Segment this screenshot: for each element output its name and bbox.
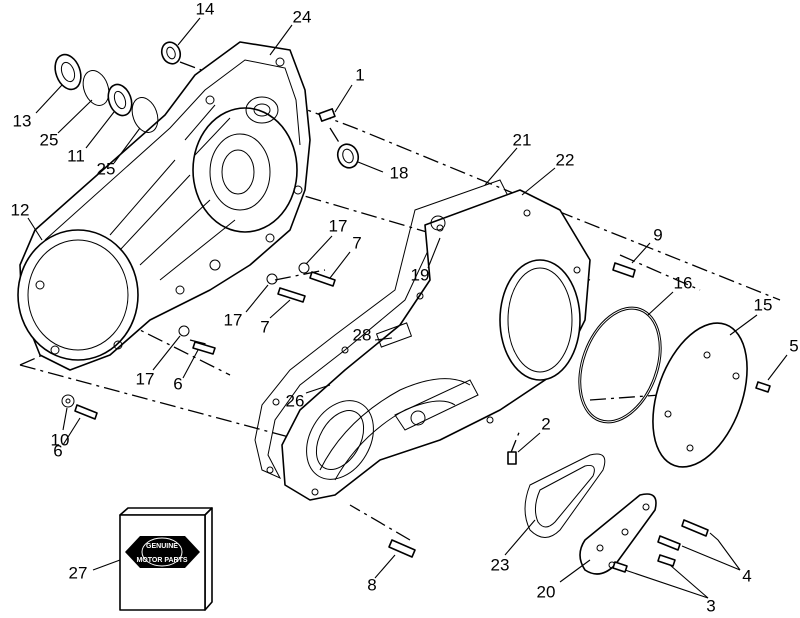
dowel-and-bushing <box>318 108 360 169</box>
callout-7-lower: 7 <box>260 317 269 336</box>
callout-7-upper: 7 <box>352 233 361 252</box>
callout-6-upper: 6 <box>173 374 182 393</box>
callout-3: 3 <box>706 596 715 615</box>
o-ring-and-derby-cover <box>578 306 748 468</box>
emblem-bottom-text: MOTOR PARTS <box>136 557 187 564</box>
leader-lines <box>27 17 788 599</box>
callout-4: 4 <box>742 566 751 585</box>
outer-primary-cover <box>266 189 591 501</box>
callout-12: 12 <box>11 200 30 219</box>
genuine-parts-emblem: GENUINE MOTOR PARTS <box>125 536 200 568</box>
callout-18: 18 <box>390 163 409 182</box>
callout-11: 11 <box>67 146 85 165</box>
callout-5: 5 <box>789 336 798 355</box>
callout-16: 16 <box>674 273 693 292</box>
callout-24: 24 <box>293 7 312 26</box>
callout-2: 2 <box>541 414 550 433</box>
callout-19: 19 <box>411 265 430 284</box>
callout-21: 21 <box>513 130 532 149</box>
callout-15: 15 <box>754 295 773 314</box>
callout-27: 27 <box>69 563 88 582</box>
bearing-and-seal-stack <box>54 41 182 133</box>
callout-13: 13 <box>13 111 32 130</box>
callout-17-upper: 17 <box>329 216 348 235</box>
callout-22: 22 <box>556 150 575 169</box>
callout-26: 26 <box>286 391 305 410</box>
emblem-top-text: GENUINE <box>146 543 178 550</box>
callout-17-middle: 17 <box>224 310 243 329</box>
callout-14: 14 <box>196 0 215 18</box>
callout-8: 8 <box>367 575 376 594</box>
callout-1: 1 <box>355 65 364 84</box>
callout-25-lower: 25 <box>97 159 116 178</box>
callout-28: 28 <box>353 325 372 344</box>
parts-box: GENUINE MOTOR PARTS <box>119 507 213 611</box>
callout-23: 23 <box>491 555 510 574</box>
callout-6-lower: 6 <box>53 441 62 460</box>
callout-17-lower: 17 <box>136 369 155 388</box>
callout-9: 9 <box>653 225 662 244</box>
inner-primary-housing <box>17 41 311 371</box>
callout-25-upper: 25 <box>40 130 59 149</box>
fasteners <box>61 262 771 573</box>
callout-10: 10 <box>51 430 70 449</box>
callout-labels: 14 24 1 13 25 11 25 18 21 22 12 17 7 9 1… <box>11 0 799 615</box>
callout-20: 20 <box>537 582 556 601</box>
inspection-cover-and-gasket <box>524 453 657 575</box>
